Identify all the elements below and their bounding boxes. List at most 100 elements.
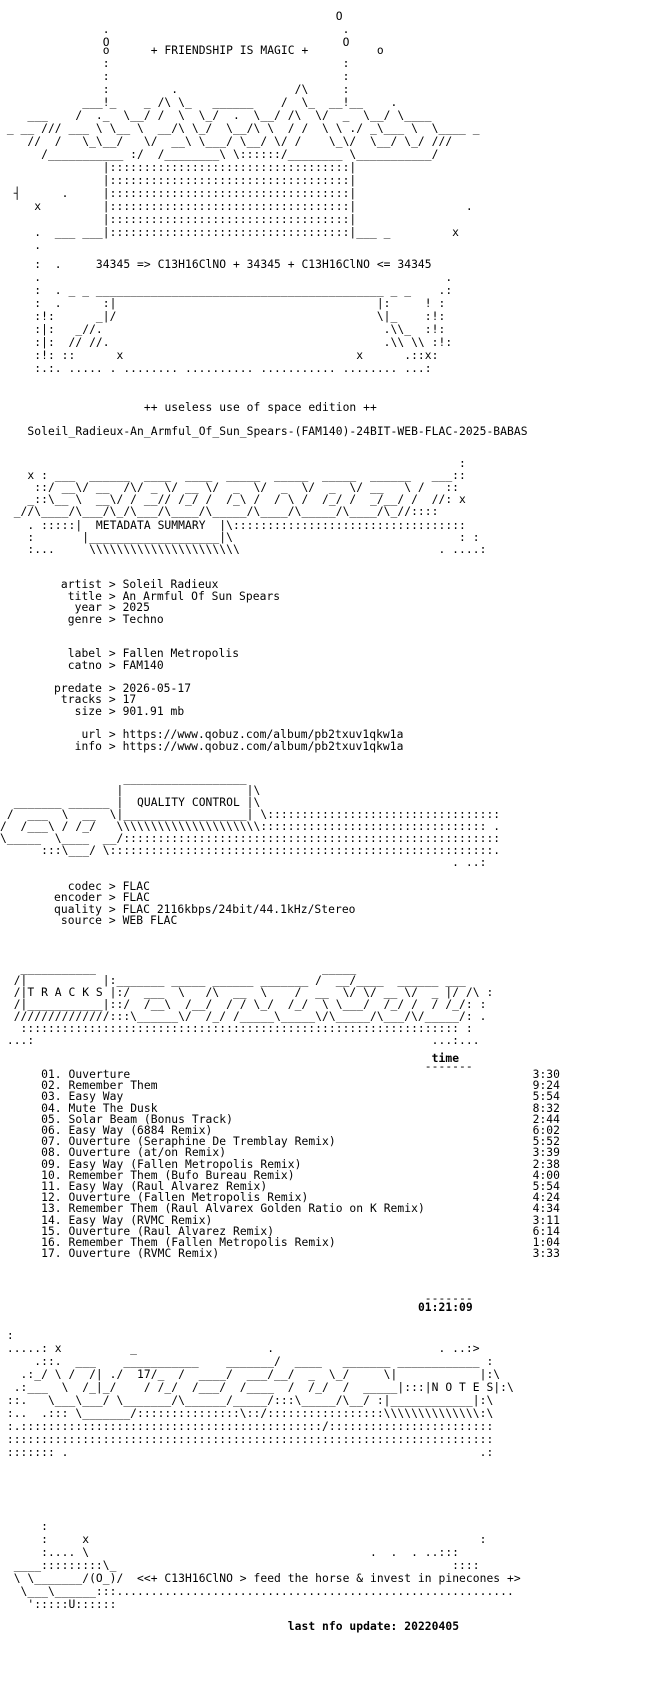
kv-key: artist [60,578,103,591]
kv-row: source > WEB FLAC [0,914,648,927]
ascii-art: |:::::::::::::::::::::::::::::::::::| [0,213,357,226]
track-time: 8:32 [532,1101,560,1115]
track-title: Remember Them [68,1079,158,1093]
ascii-art: ___!_ _ /\ \_ ______ / \_ __!__ . [0,96,398,109]
track-time: 3:30 [532,1068,560,1081]
ascii-art: :|: // //. .\\ \\ :!: [0,336,453,349]
track-row: 09. Easy Way (Fallen Metropolis Remix)2:… [0,1158,648,1171]
ascii-art: | |\ [0,784,261,797]
motto: o + FRIENDSHIP IS MAGIC + o [0,44,384,57]
ascii-art: /___________ :/ /________\ \::::::/_____… [0,148,439,161]
ascii-art: .....: x _ . . ..:> [0,1342,480,1355]
kv-row: tracks > 17 [0,693,648,706]
ascii-art: ...: ...:... [0,1034,480,1047]
kv-row: predate > 2026-05-17 [0,682,648,695]
kv-value: 17 [122,693,137,706]
track-row: 15. Ouverture (Raul Alvarez Remix)6:14 [0,1225,648,1238]
track-time: 3:39 [532,1146,560,1160]
track-time: 5:54 [532,1180,560,1193]
track-title: Easy Way (Fallen Metropolis Remix) [68,1157,302,1171]
kv-key: label [67,647,103,660]
quality-control-box: _______ ______ | QUALITY CONTROL |\ [0,796,261,809]
ascii-art: :... \\\\\\\\\\\\\\\\\\\\\\ . ....: [0,543,487,556]
ascii-art: ::::::: . .: [0,1446,494,1459]
kv-key: info [74,740,103,753]
track-title: Ouverture (at/on Remix) [68,1146,227,1160]
kv-row: label > Fallen Metropolis [0,647,648,660]
kv-row: info > https://www.qobuz.com/album/pb2tx… [0,740,648,753]
track-title: Ouverture (Seraphine De Tremblay Remix) [68,1135,336,1149]
track-title: Ouverture (RVMC Remix) [68,1247,220,1261]
kv-value: FLAC [122,880,150,893]
track-number: 12. [41,1191,62,1205]
notes-box: .:___ \ /_|_/ / /_/ /___/ /____ / /_/ / … [0,1381,514,1394]
kv-value: 901.91 mb [122,705,185,718]
track-number: 02. [41,1079,62,1093]
ascii-art: ::::::::::::::::::::::::::::::::::::::::… [0,1433,494,1446]
track-row: 17. Ouverture (RVMC Remix)3:33 [0,1247,648,1260]
ascii-art: : [0,457,466,470]
ascii-art: _//\____/\___/\_/\___/\____/\_____/\____… [0,505,439,518]
ascii-art: :.:. ..... . ........ .......... .......… [0,362,432,375]
track-title: Easy Way (6884 Remix) [68,1124,213,1137]
track-number: 08. [41,1146,62,1160]
kv-row: size > 901.91 mb [0,705,648,718]
ascii-art: : . /\ : [0,83,350,96]
ascii-art: :.... \ . . . ..::: [0,1546,460,1559]
kv-key: predate [54,682,103,695]
ascii-art: :|: _//. .\\_ :!: [0,323,446,336]
ascii-art: . . [0,23,350,36]
track-row: 16. Remember Them (Fallen Metropolis Rem… [0,1236,648,1249]
ascii-art: :!: _|/ \|_ :!: [0,310,446,323]
ascii-art: :::\___/ \::::::::::::::::::::::::::::::… [0,844,501,857]
ascii-art: // / \_\__/ \/ __\ \___/ \__/ \/ / \_\/ … [0,135,453,148]
track-title: Ouverture [68,1068,131,1081]
track-number: 10. [41,1168,62,1182]
kv-value: 2026-05-17 [122,682,192,695]
kv-row: encoder > FLAC [0,891,648,904]
kv-row: catno > FAM140 [0,659,648,672]
ascii-art: . [0,239,42,252]
track-number: 03. [41,1090,62,1104]
track-number: 01. [41,1068,62,1081]
ascii-art: \_____ \____ __/::::::::::::::::::::::::… [0,832,501,845]
ascii-art: O [0,10,343,23]
track-time: 4:00 [532,1168,560,1182]
kv-key: encoder [54,891,103,904]
track-number: 14. [41,1213,62,1227]
kv-key: genre [67,613,103,626]
ascii-art: . ..: [0,856,487,869]
kv-key: source [60,914,103,927]
ascii-art: \___\______:::..........................… [0,1585,514,1598]
kv-value: Techno [122,613,164,626]
ascii-art: .:_/ \ / /| ./ 17/_ / ____/ ___/__/ _ \_… [0,1368,501,1381]
kv-row: year > 2025 [0,601,648,614]
ascii-art: x |:::::::::::::::::::::::::::::::::::| … [0,200,473,213]
track-row: 08. Ouverture (at/on Remix) 3:39 [0,1146,648,1159]
track-number: 11. [41,1180,62,1193]
track-title: Easy Way (Raul Alvarez Remix) [68,1180,268,1193]
track-number: 09. [41,1157,62,1171]
ascii-art: : [0,1329,487,1342]
kv-key: quality [54,903,103,916]
notes-title: N O T E S [431,1381,494,1394]
track-number: 13. [41,1202,62,1216]
kv-value: WEB FLAC [122,914,178,927]
last-update: last nfo update: 20220405 [287,1620,460,1633]
tracks-box: /|T R A C K S |:/ ___ \ /\ __ \ / __ \/ … [0,986,494,999]
track-row: 10. Remember Them (Bufo Bureau Remix)4:0… [0,1169,648,1182]
ascii-art: :.::::::::::::::::::::::::::::::::::::::… [0,1420,494,1433]
kv-row: codec > FLAC [0,880,648,893]
ascii-art: ::. \___\___/ \_______/\______/_____/:::… [0,1394,494,1407]
track-row: 13. Remember Them (Raul Alvarex Golden R… [0,1202,648,1215]
track-time: 2:44 [532,1112,560,1126]
track-row: 14. Easy Way (RVMC Remix)3:11 [0,1214,648,1227]
track-title: Ouverture (Raul Alvarez Remix) [68,1224,275,1238]
ascii-art: / /___\ / /_/ \\\\\\\\\\\\\\\\\\\\\:::::… [0,820,501,833]
ascii-art: ┤ . |:::::::::::::::::::::::::::::::::::… [0,187,357,200]
track-time: 5:52 [532,1135,560,1149]
ascii-art: ____:::::::::\_ :::: [0,1559,480,1572]
